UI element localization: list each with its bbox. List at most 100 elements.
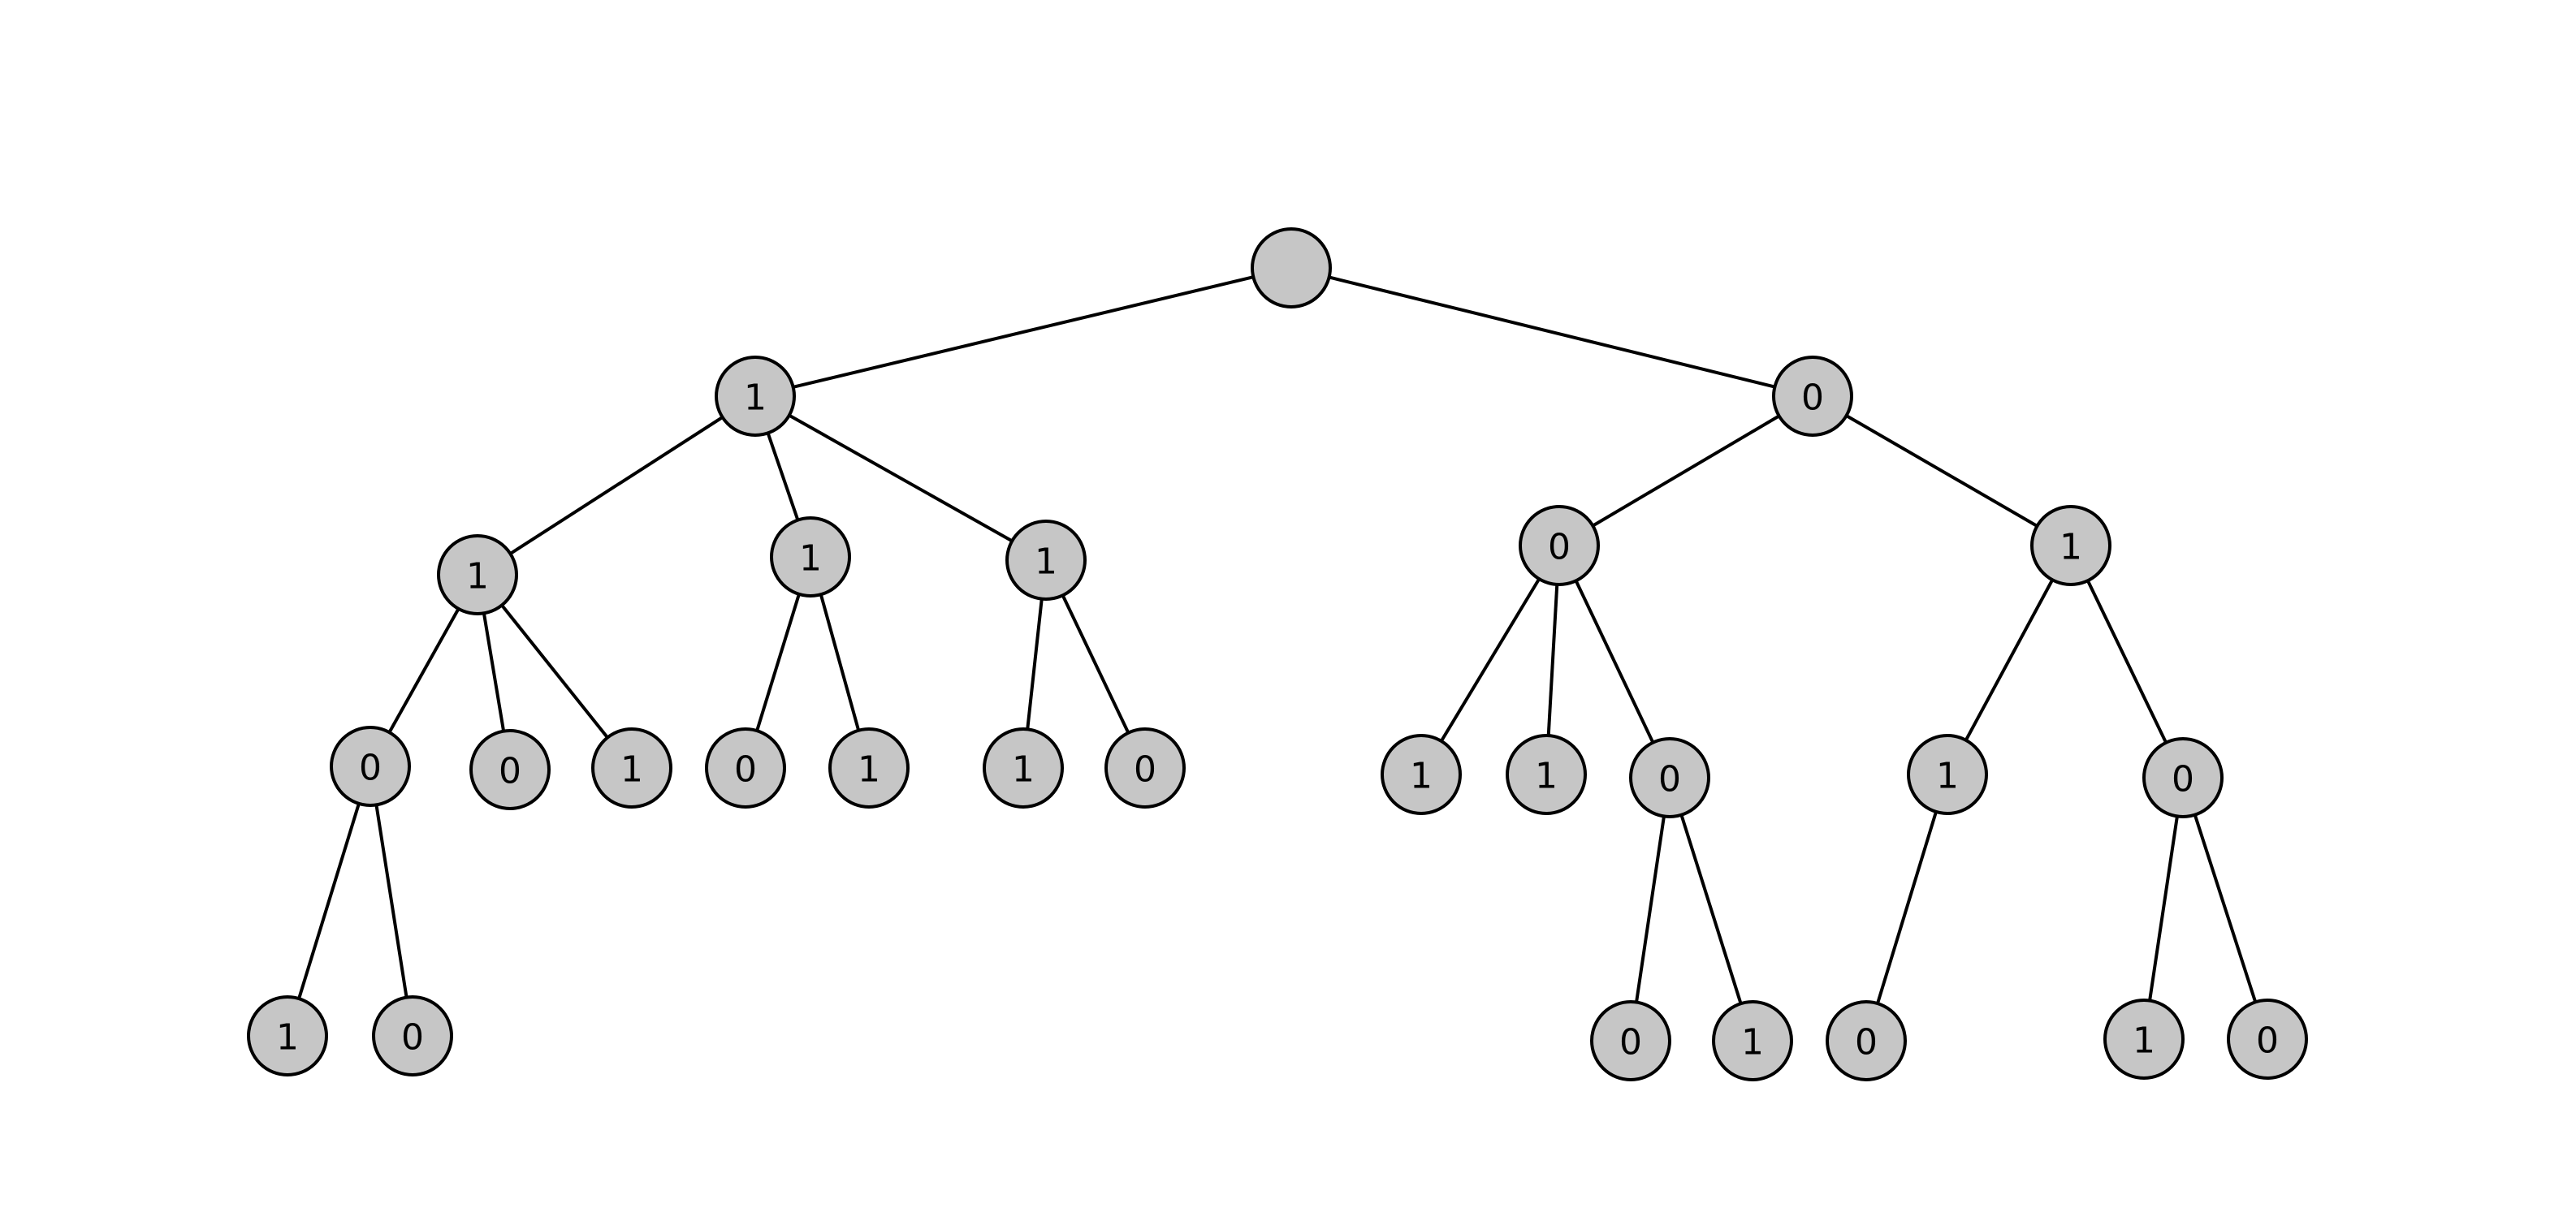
tree-edge: [1592, 414, 1780, 528]
tree-node: 1: [983, 727, 1064, 809]
tree-node: 1: [1712, 1000, 1793, 1081]
tree-node: 1: [828, 727, 910, 809]
tree-edge: [1964, 579, 2054, 741]
node-label: 0: [401, 1017, 424, 1059]
tree-edge: [509, 416, 724, 555]
node-circle: [1519, 505, 1600, 586]
tree-edge: [1440, 578, 1541, 742]
tree-node: 0: [1826, 1000, 1907, 1081]
node-circle: [983, 727, 1064, 809]
tree-node: 1: [715, 356, 796, 437]
tree-node: 1: [247, 995, 328, 1076]
node-circle: [770, 516, 851, 598]
node-label: 1: [466, 556, 489, 598]
node-label: 0: [499, 751, 521, 792]
node-circle: [1251, 227, 1332, 308]
node-label: 0: [734, 749, 757, 791]
node-label: 1: [276, 1017, 299, 1059]
tree-edge: [297, 803, 361, 999]
tree-edge: [500, 604, 609, 739]
node-label: 1: [1035, 541, 1057, 583]
node-circle: [1712, 1000, 1793, 1081]
node-label: 1: [2060, 527, 2082, 568]
tree-node: 0: [1104, 727, 1186, 809]
tree-edge: [2086, 580, 2168, 744]
tree-node: 1: [770, 516, 851, 598]
tree-node: 0: [1590, 1000, 1671, 1081]
tree-root-node: [1251, 227, 1332, 308]
node-label: 1: [858, 749, 880, 791]
tree-edge: [482, 613, 506, 731]
node-label: 0: [2172, 759, 2194, 800]
tree-edge: [1679, 814, 1743, 1004]
node-label: 0: [1855, 1022, 1878, 1063]
node-circle: [1005, 520, 1087, 601]
node-circle: [1104, 727, 1186, 809]
tree-node: 0: [2227, 999, 2308, 1080]
tree-edge: [387, 607, 460, 734]
tree-node: 0: [1519, 505, 1600, 586]
node-label: 1: [1012, 749, 1035, 791]
node-label: 0: [1548, 527, 1571, 568]
node-label: 0: [2256, 1020, 2279, 1062]
node-circle: [1590, 1000, 1671, 1081]
tree-node: 0: [1629, 737, 1710, 818]
tree-edge: [1574, 580, 1655, 744]
tree-node: 1: [2103, 999, 2185, 1080]
node-circle: [372, 995, 453, 1076]
node-circle: [1629, 737, 1710, 818]
node-label: 1: [744, 378, 767, 419]
node-label: 1: [799, 538, 822, 580]
node-label: 0: [1619, 1022, 1642, 1063]
node-circle: [715, 356, 796, 437]
tree-node: 0: [469, 729, 551, 810]
node-circle: [1506, 734, 1587, 815]
node-circle: [437, 534, 518, 615]
tree-node: 1: [2030, 505, 2111, 586]
tree-node: 1: [1907, 734, 1988, 815]
tree-edge: [374, 805, 408, 998]
tree-node: 0: [1772, 356, 1853, 437]
tree-edge: [1876, 811, 1938, 1004]
node-circle: [2227, 999, 2308, 1080]
tree-node: 1: [437, 534, 518, 615]
node-circle: [469, 729, 551, 810]
tree-edge: [1026, 598, 1044, 730]
node-label: 1: [1410, 756, 1433, 797]
tree-edge: [793, 275, 1254, 389]
node-circle: [2142, 737, 2224, 818]
tree-edge: [819, 593, 861, 731]
node-label: 0: [1801, 378, 1824, 419]
node-circle: [828, 727, 910, 809]
node-circle: [1826, 1000, 1907, 1081]
node-circle: [1907, 734, 1988, 815]
tree-edge: [788, 413, 1014, 543]
node-circle: [2103, 999, 2185, 1080]
tree-edge: [2148, 816, 2179, 1001]
node-label: 1: [1741, 1022, 1764, 1063]
node-label: 1: [1535, 756, 1558, 797]
node-label: 0: [1658, 759, 1681, 800]
tree-node: 0: [705, 727, 786, 809]
node-label: 0: [359, 748, 382, 789]
node-circle: [1772, 356, 1853, 437]
tree-edge: [755, 593, 801, 731]
tree-node: 1: [1381, 734, 1462, 815]
tree-edge: [1061, 594, 1130, 734]
tree-edge: [1546, 584, 1559, 736]
tree-node: 0: [2142, 737, 2224, 818]
tree-edge: [1635, 816, 1666, 1003]
tree-edge: [2193, 814, 2258, 1003]
node-circle: [705, 727, 786, 809]
node-label: 1: [1936, 756, 1959, 797]
node-label: 1: [2133, 1020, 2155, 1062]
node-label: 0: [1134, 749, 1156, 791]
node-circle: [1381, 734, 1462, 815]
node-circle: [330, 726, 411, 807]
node-circle: [247, 995, 328, 1076]
tree-edges: [297, 275, 2258, 1004]
tree-node: 0: [330, 726, 411, 807]
tree-edge: [1845, 414, 2038, 528]
